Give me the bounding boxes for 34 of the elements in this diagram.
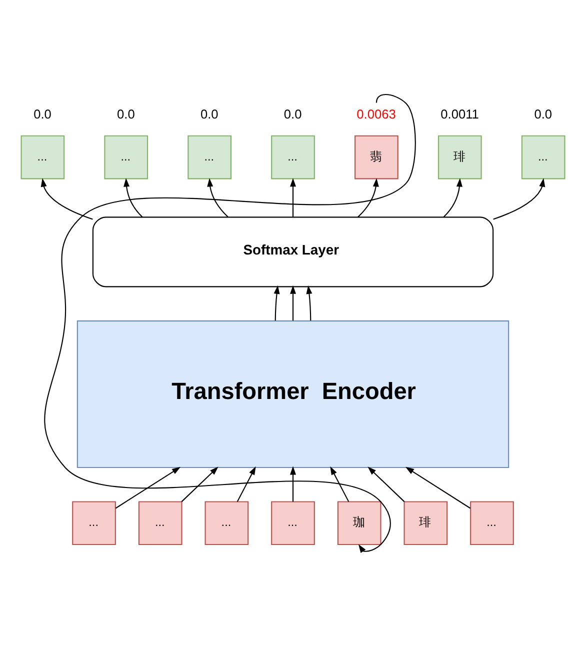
node-box: 珈 [337,500,382,545]
arrow [236,466,256,502]
node-label: 0.0063 [356,106,396,121]
node-box: ... [271,500,315,545]
arrow [368,466,405,502]
arrow [306,284,312,320]
node-box: Transformer Encoder [76,320,510,468]
node-box: ... [72,500,116,545]
arrow [358,178,379,217]
node-box: ... [470,500,514,545]
arrow [207,178,228,217]
arrow [44,94,416,553]
node-label: 0.0 [200,106,218,121]
node-box: ... [204,500,249,545]
node-label: 0.0 [34,106,52,121]
node-label: 0.0 [117,106,135,121]
node-label: 0.0011 [440,106,479,121]
arrow [290,178,296,216]
node-box: 琲 [404,500,448,545]
arrow [493,178,546,220]
arrow [330,466,350,502]
node-label: 0.0 [534,106,552,121]
node-label: 0.0 [284,106,302,121]
arrow [40,178,93,220]
arrow [124,178,143,217]
node-box: ... [138,500,182,545]
arrow [290,284,296,320]
arrow [405,466,471,508]
arrow [443,178,462,217]
arrow [115,466,181,508]
arrow [181,466,218,502]
node-box: Softmax Layer [92,216,494,287]
arrow [290,466,296,502]
arrow [274,284,280,320]
